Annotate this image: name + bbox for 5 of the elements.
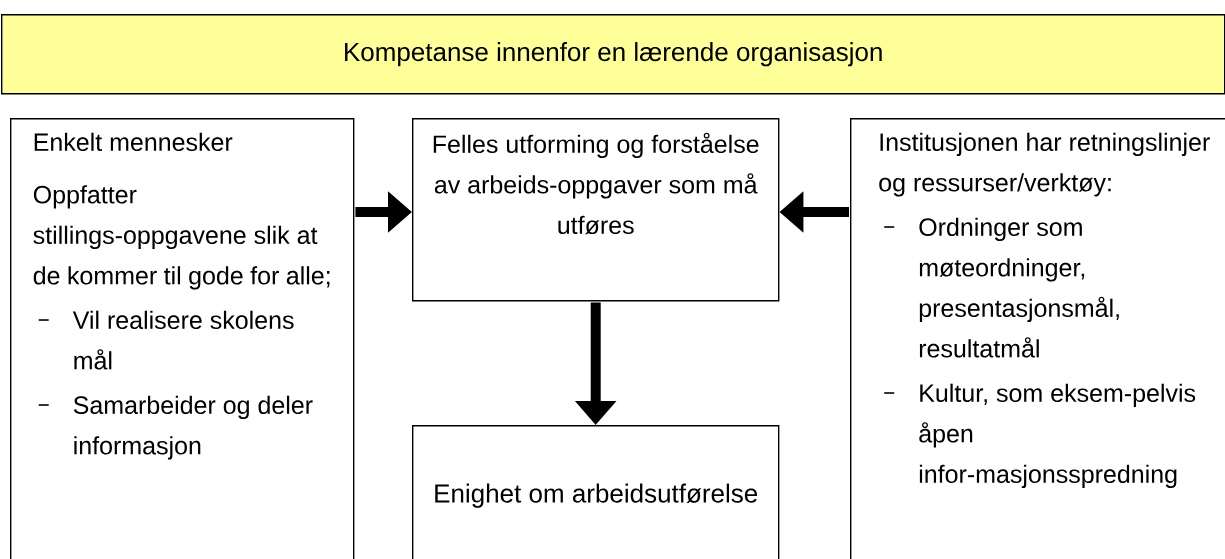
text-box: Institusjonen har retningslinjer og ressurser/verktøy: Ordninger som møteordninger, presentasjonsmål, resultatmål Kultur, som eksem-pelvis åpen infor-masjonsspredning: [850, 118, 1225, 559]
text-box: Enkelt mennesker Oppfatter stillings-oppgavene slik at de kommer til gode for alle; Vil realisere skolens mål Samarbeider og deler informasjon: [10, 118, 355, 559]
process-box: Felles utforming og forståelse av arbeids-oppgaver som må utføres: [412, 118, 780, 302]
title-box: Kompetanse innenfor en lærende organisasjon: [1, 14, 1225, 95]
result-box: Enighet om arbeidsutførelse: [412, 425, 780, 559]
